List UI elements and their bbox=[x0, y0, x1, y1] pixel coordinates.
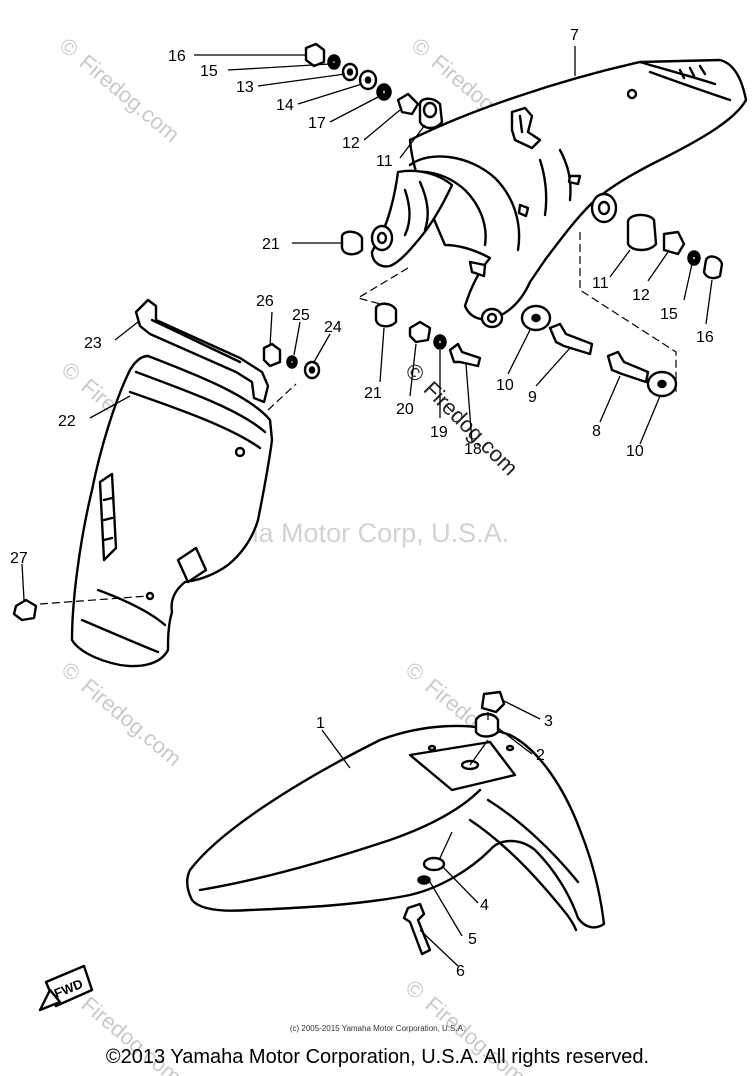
part-label-15: 15 bbox=[660, 306, 678, 323]
flap-hardware bbox=[262, 342, 321, 380]
part-label-14: 14 bbox=[276, 97, 294, 114]
rear-flap-drawing bbox=[12, 298, 297, 668]
part-label-2: 2 bbox=[536, 747, 545, 764]
fwd-arrow-tag: FWD bbox=[38, 964, 94, 1012]
part-label-10: 10 bbox=[496, 377, 514, 394]
top-hardware-stack bbox=[304, 42, 444, 130]
watermark-symbol: © bbox=[400, 358, 429, 387]
part-label-26: 26 bbox=[256, 293, 274, 310]
part-label-18: 18 bbox=[464, 441, 482, 458]
part-label-12: 12 bbox=[632, 287, 650, 304]
part-label-21: 21 bbox=[364, 385, 382, 402]
part-labels: 16 15 13 14 17 12 11 7 21 11 12 15 16 23… bbox=[10, 27, 714, 980]
part-label-4: 4 bbox=[480, 897, 489, 914]
watermark-symbol: © bbox=[55, 33, 83, 63]
part-label-11: 11 bbox=[592, 275, 609, 292]
part-label-6: 6 bbox=[456, 963, 465, 980]
part-label-15: 15 bbox=[200, 63, 218, 80]
part-label-19: 19 bbox=[430, 424, 448, 441]
rear-fender-drawing bbox=[356, 58, 748, 392]
part-label-22: 22 bbox=[58, 413, 76, 430]
watermark-symbol: © bbox=[401, 975, 429, 1005]
part-label-27: 27 bbox=[10, 550, 28, 567]
part-label-9: 9 bbox=[528, 389, 537, 406]
part-label-17: 17 bbox=[308, 115, 326, 132]
watermark-symbol: © bbox=[57, 657, 85, 687]
part-label-5: 5 bbox=[468, 931, 477, 948]
part-label-10: 10 bbox=[626, 443, 644, 460]
part-label-7: 7 bbox=[570, 27, 579, 44]
watermark-symbol: © bbox=[407, 33, 435, 63]
part-label-1: 1 bbox=[316, 715, 325, 732]
watermark-symbol: © bbox=[401, 657, 429, 687]
part-label-16: 16 bbox=[696, 329, 714, 346]
part-label-13: 13 bbox=[236, 79, 254, 96]
part-label-11: 11 bbox=[376, 153, 393, 170]
leader-lines bbox=[21, 46, 713, 967]
part-label-8: 8 bbox=[592, 423, 601, 440]
watermark-symbol: © bbox=[57, 357, 85, 387]
part-label-21: 21 bbox=[262, 236, 280, 253]
part-label-24: 24 bbox=[324, 319, 342, 336]
part-label-3: 3 bbox=[544, 713, 553, 730]
middle-hardware bbox=[340, 230, 678, 398]
copyright-small-text: (c) 2005-2015 Yamaha Motor Corporation, … bbox=[289, 1024, 466, 1033]
part-label-16: 16 bbox=[168, 48, 186, 65]
copyright-main-text: ©2013 Yamaha Motor Corporation, U.S.A. A… bbox=[105, 1046, 650, 1068]
part-label-23: 23 bbox=[84, 335, 102, 352]
part-label-20: 20 bbox=[396, 401, 414, 418]
part-label-12: 12 bbox=[342, 135, 360, 152]
front-fender-drawing bbox=[186, 690, 606, 956]
part-label-25: 25 bbox=[292, 307, 310, 324]
right-hardware-stack bbox=[626, 213, 724, 280]
watermark-site-text: Firedog.com bbox=[77, 673, 187, 771]
